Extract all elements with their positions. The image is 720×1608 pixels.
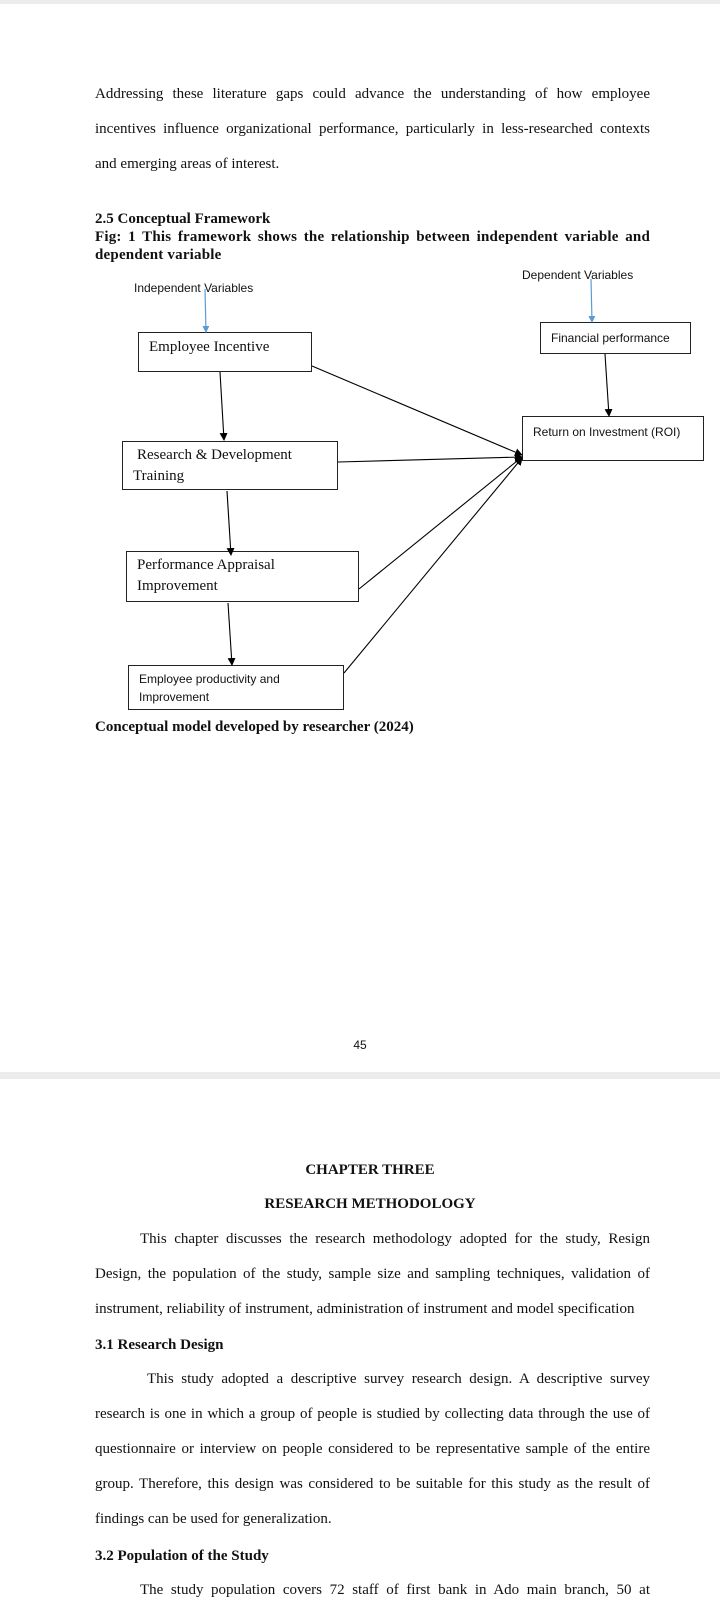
section-heading-3-2: 3.2 Population of the Study xyxy=(95,1548,269,1564)
independent-pointer-arrow xyxy=(202,288,210,333)
performance-appraisal-line2: Improvement xyxy=(137,578,218,594)
roi-text: Return on Investment (ROI) xyxy=(533,425,681,439)
section-3-1-paragraph: This study adopted a descriptive survey … xyxy=(95,1371,650,1527)
financial-performance-box: Financial performance xyxy=(540,322,691,354)
research-development-line2: Training xyxy=(133,468,185,484)
performance-appraisal-line1: Performance Appraisal xyxy=(137,557,275,573)
employee-incentive-box: Employee Incentive xyxy=(138,332,312,372)
model-source-caption: Conceptual model developed by researcher… xyxy=(95,719,414,735)
roi-box: Return on Investment (ROI) xyxy=(522,416,704,461)
section-heading-2-5: 2.5 Conceptual Framework xyxy=(95,211,271,227)
section-3-2-paragraph: The study population covers 72 staff of … xyxy=(140,1582,650,1598)
intro-paragraph: Addressing these literature gaps could a… xyxy=(95,86,650,172)
page-separator xyxy=(0,1072,720,1079)
employee-productivity-line2: Improvement xyxy=(139,690,210,704)
incentive-to-roi-arrow xyxy=(311,365,523,456)
appraisal-to-roi-arrow xyxy=(358,456,523,590)
page-number: 45 xyxy=(353,1038,367,1052)
dependent-pointer-arrow xyxy=(588,278,596,323)
independent-variables-label: Independent Variables xyxy=(134,281,254,295)
employee-productivity-box: Employee productivity and Improvement xyxy=(128,665,344,710)
chapter-title: CHAPTER THREE xyxy=(305,1162,435,1178)
figure-caption: Fig: 1 This framework shows the relation… xyxy=(95,229,650,263)
rd-to-roi-arrow xyxy=(337,453,523,463)
page-top-edge xyxy=(0,0,720,4)
dependent-variables-label: Dependent Variables xyxy=(522,268,634,282)
chapter-subtitle: RESEARCH METHODOLOGY xyxy=(264,1196,476,1212)
appraisal-to-productivity-arrow xyxy=(227,602,236,666)
financial-to-roi-arrow xyxy=(604,353,613,417)
performance-appraisal-box: Performance Appraisal Improvement xyxy=(126,551,359,602)
productivity-to-roi-arrow xyxy=(343,457,523,674)
incentive-to-rd-arrow xyxy=(219,371,228,441)
section-heading-3-1: 3.1 Research Design xyxy=(95,1337,224,1353)
financial-performance-text: Financial performance xyxy=(551,331,670,345)
chapter-intro-paragraph: This chapter discusses the research meth… xyxy=(95,1231,650,1317)
employee-productivity-line1: Employee productivity and xyxy=(139,672,280,686)
rd-to-appraisal-arrow xyxy=(226,490,235,556)
research-development-box: Research & Development Training xyxy=(122,441,338,490)
research-development-line1: Research & Development xyxy=(137,447,292,463)
employee-incentive-text: Employee Incentive xyxy=(149,339,270,355)
